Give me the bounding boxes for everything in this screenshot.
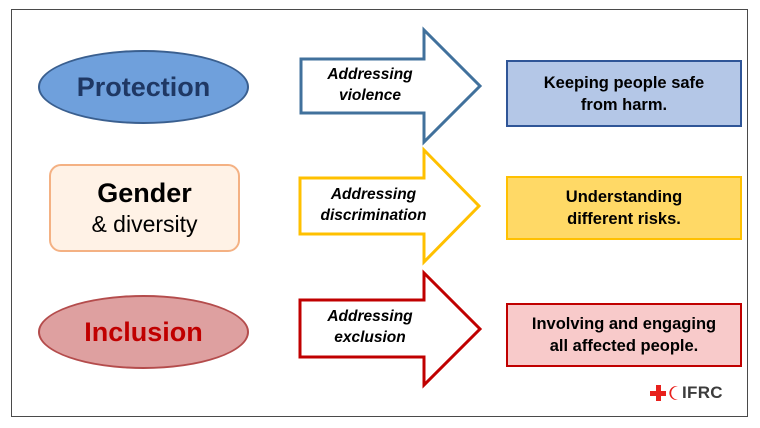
protection-arrow-text: Addressing violence	[305, 64, 435, 106]
gender-outcome-box: Understanding different risks.	[506, 176, 742, 240]
red-cross-red-crescent-icon	[650, 385, 666, 401]
protection-label: Protection	[76, 71, 211, 102]
outcome-line: Involving and engaging	[531, 315, 717, 333]
gender-box: Gender & diversity	[49, 164, 240, 252]
ifrc-logo: IFRC	[650, 383, 723, 403]
outcome-line: all affected people.	[549, 337, 699, 355]
outcome-line: different risks.	[567, 210, 681, 228]
inclusion-label: Inclusion	[84, 316, 203, 347]
arrow-text-line: violence	[338, 87, 402, 104]
outcome-line: Keeping people safe	[543, 73, 705, 92]
inclusion-arrow-text: Addressing exclusion	[305, 306, 435, 348]
red-crescent-icon	[669, 386, 678, 400]
outcome-line: Understanding	[565, 188, 683, 206]
gender-sublabel: & diversity	[91, 211, 198, 237]
protection-outcome-box: Keeping people safe from harm.	[506, 60, 742, 127]
logo-text: IFRC	[682, 383, 723, 402]
arrow-text-line: Addressing	[327, 66, 413, 83]
inclusion-ellipse: Inclusion	[38, 295, 249, 369]
arrow-text-line: Addressing	[330, 186, 417, 203]
arrow-text-line: Addressing	[327, 308, 413, 325]
inclusion-outcome-box: Involving and engaging all affected peop…	[506, 303, 742, 367]
gender-arrow-text: Addressing discrimination	[305, 184, 442, 226]
gender-label: Gender	[97, 178, 192, 208]
arrow-text-line: discrimination	[320, 207, 427, 224]
outcome-line: from harm.	[580, 95, 668, 114]
arrow-text-line: exclusion	[334, 329, 406, 346]
protection-ellipse: Protection	[38, 50, 249, 124]
